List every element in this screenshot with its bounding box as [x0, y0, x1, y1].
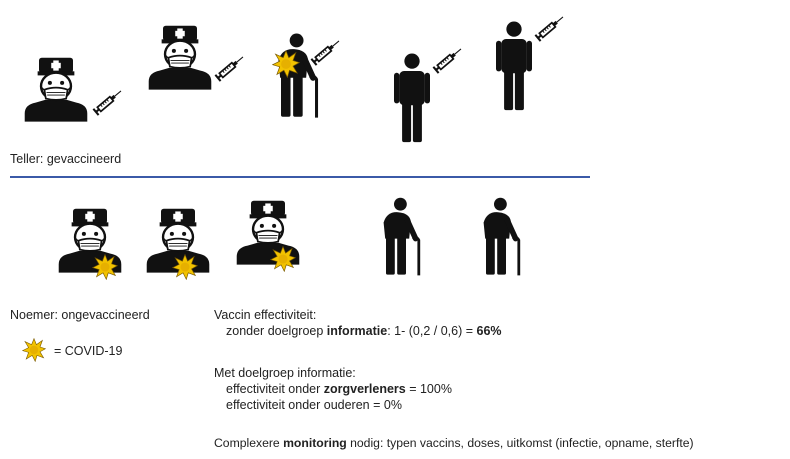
target-line-1: effectiviteit onder zorgverleners = 100% [226, 382, 452, 396]
denominator-label: Noemer: ongevaccineerd [10, 308, 150, 322]
legend-label: = COVID-19 [54, 344, 123, 358]
covid-burst-icon [270, 246, 296, 272]
ve-line-1: zonder doelgroep informatie: 1- (0,2 / 0… [226, 324, 502, 338]
syringe-icon [214, 50, 248, 84]
target-title: Met doelgroep informatie: [214, 366, 356, 380]
person-icon [394, 52, 430, 144]
divider [10, 176, 590, 178]
elderly-person-icon [374, 188, 422, 286]
person-icon [496, 20, 532, 112]
target-line-2: effectiviteit onder ouderen = 0% [226, 398, 402, 412]
nurse-icon [146, 12, 214, 102]
covid-burst-icon [22, 338, 46, 362]
syringe-icon [92, 84, 126, 118]
ve-title: Vaccin effectiviteit: [214, 308, 317, 322]
covid-burst-icon [172, 254, 198, 280]
numerator-label: Teller: gevaccineerd [10, 152, 122, 166]
syringe-icon [310, 34, 344, 68]
elderly-person-icon [474, 188, 522, 286]
syringe-icon [432, 42, 466, 76]
covid-burst-icon [92, 254, 118, 280]
monitoring-note: Complexere monitoring nodig: typen vacci… [214, 436, 694, 450]
covid-burst-icon [272, 50, 300, 78]
syringe-icon [534, 10, 568, 44]
nurse-icon [22, 44, 90, 134]
